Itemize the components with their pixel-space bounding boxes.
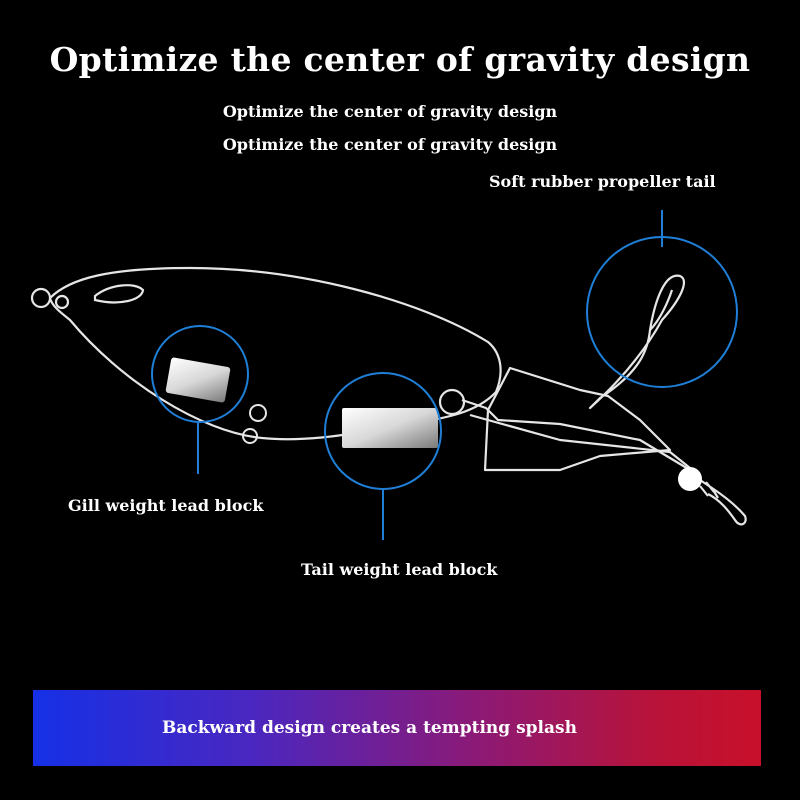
label-tail-weight: Tail weight lead block: [301, 560, 498, 579]
subtitle-2: Optimize the center of gravity design: [222, 135, 558, 154]
banner-text: Backward design creates a tempting splas…: [162, 718, 577, 738]
tail-bead: [678, 467, 702, 491]
tail-lead-block: [342, 408, 438, 448]
bottom-banner: Backward design creates a tempting splas…: [33, 690, 761, 766]
label-propeller-tail: Soft rubber propeller tail: [489, 172, 716, 191]
tail-section: [438, 274, 747, 526]
highlight-callouts: [151, 210, 738, 540]
belly-hanger: [242, 404, 267, 444]
gill-lead-block: [165, 357, 231, 403]
subtitle-1: Optimize the center of gravity design: [222, 102, 558, 121]
lure-body: [30, 266, 502, 441]
eye-icon: [93, 284, 145, 304]
page-title: Optimize the center of gravity design: [49, 40, 751, 79]
label-gill-weight: Gill weight lead block: [68, 496, 264, 515]
gill-highlight-circle: [151, 325, 249, 423]
